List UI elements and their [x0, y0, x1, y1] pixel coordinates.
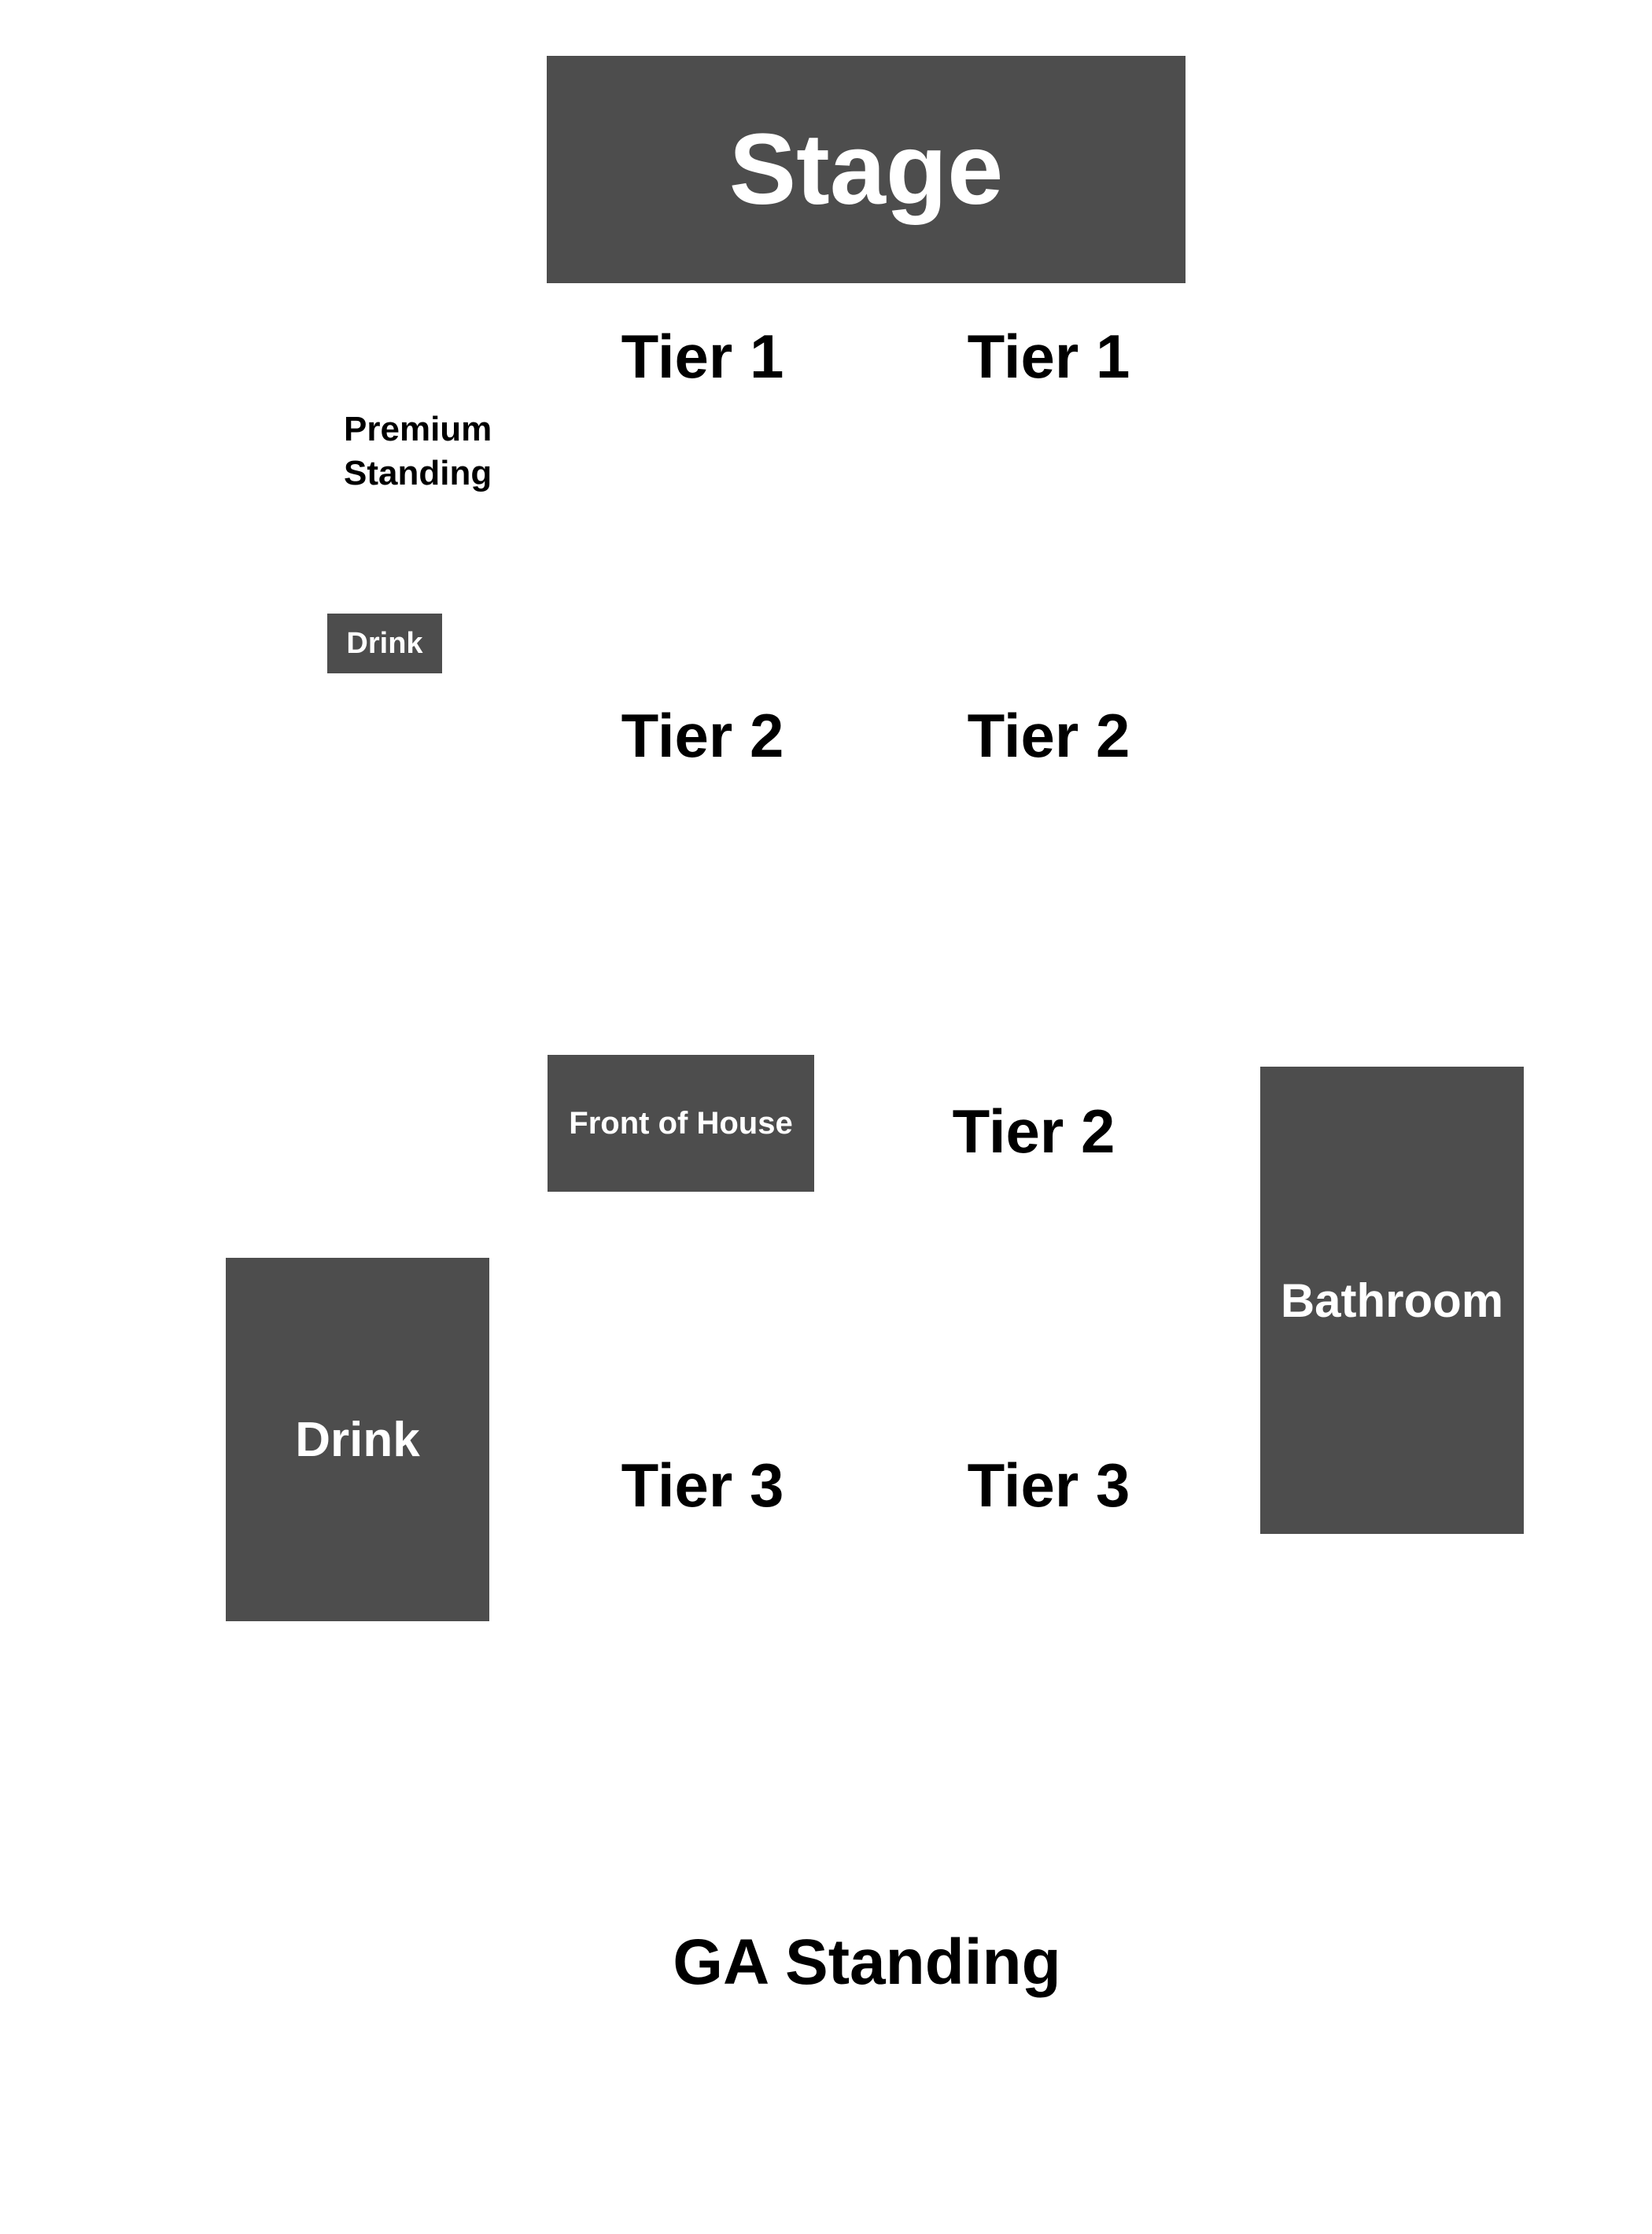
front-of-house-block: Front of House [548, 1055, 814, 1192]
tier3-right-label: Tier 3 [967, 1451, 1130, 1520]
stage-label: Stage [728, 113, 1004, 226]
front-of-house-label: Front of House [569, 1105, 793, 1141]
ga-standing-label: GA Standing [673, 1926, 1061, 1998]
drink-large-label: Drink [295, 1412, 420, 1467]
tier1-right-label: Tier 1 [967, 322, 1130, 391]
drink-small-block: Drink [327, 614, 442, 673]
bathroom-block: Bathroom [1260, 1067, 1524, 1534]
drink-large-block: Drink [226, 1258, 489, 1621]
tier2-center-label: Tier 2 [952, 1097, 1115, 1166]
tier2-right-label: Tier 2 [967, 701, 1130, 770]
premium-standing-label: Premium Standing [344, 410, 492, 492]
bathroom-label: Bathroom [1280, 1274, 1504, 1327]
tier1-left-label: Tier 1 [621, 322, 784, 391]
drink-small-label: Drink [346, 626, 423, 660]
tier3-left-label: Tier 3 [621, 1451, 784, 1520]
tier2-left-label: Tier 2 [621, 701, 784, 770]
stage-block: Stage [547, 56, 1186, 283]
